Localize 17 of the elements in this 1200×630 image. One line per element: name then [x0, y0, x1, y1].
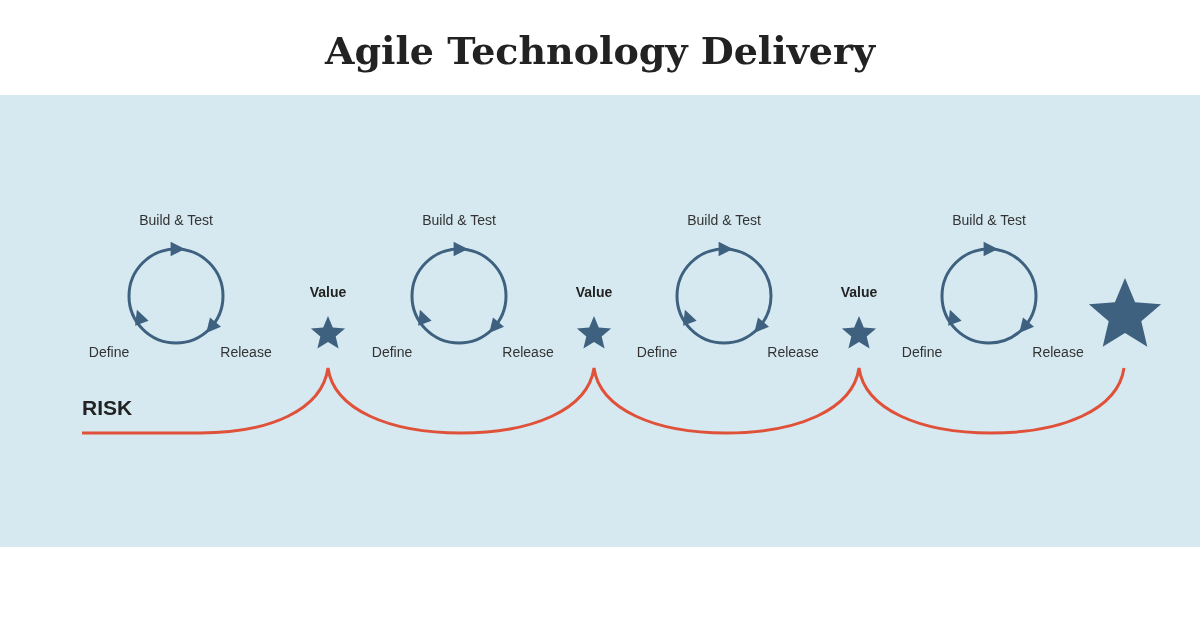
value-label: Value	[575, 284, 613, 300]
step-label: Release	[1032, 344, 1084, 360]
step-label: Build & Test	[952, 212, 1026, 228]
value-label: Value	[309, 284, 347, 300]
step-label: Release	[767, 344, 819, 360]
axis-label: RISK	[82, 396, 133, 420]
step-label: Release	[220, 344, 272, 360]
step-label: Define	[901, 344, 943, 360]
step-label: Release	[502, 344, 554, 360]
step-label: Build & Test	[422, 212, 496, 228]
step-label: Build & Test	[139, 212, 213, 228]
title: Agile Technology Delivery	[323, 28, 877, 73]
value-label: Value	[840, 284, 878, 300]
step-label: Build & Test	[687, 212, 761, 228]
step-label: Define	[371, 344, 413, 360]
step-label: Define	[88, 344, 130, 360]
step-label: Define	[636, 344, 678, 360]
